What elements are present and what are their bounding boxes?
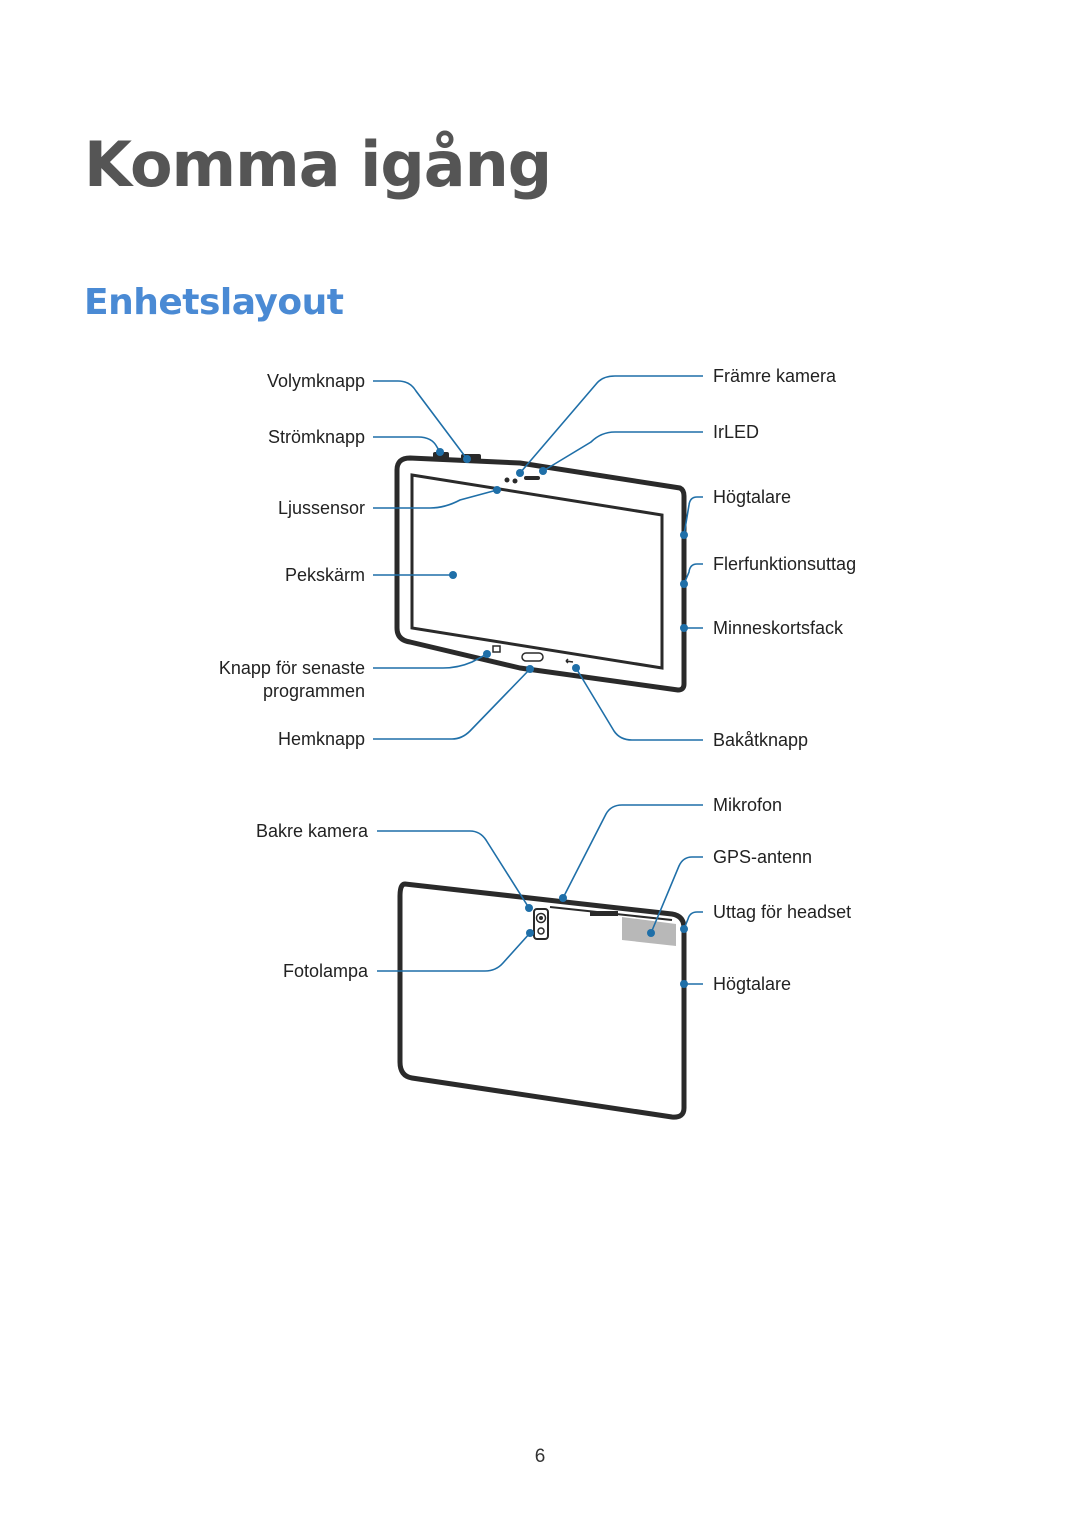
label-power-button: Strömknapp: [267, 427, 365, 447]
page-number: 6: [534, 1446, 546, 1467]
back-callout-dots: [525, 894, 688, 988]
label-flash: Fotolampa: [282, 961, 368, 981]
label-touch-screen: Pekskärm: [284, 565, 365, 585]
front-callout-lines: [373, 375, 703, 741]
label-volume-button: Volymknapp: [266, 371, 365, 391]
label-rear-camera: Bakre kamera: [255, 821, 368, 841]
label-back-button: Bakåtknapp: [713, 730, 809, 750]
label-home-button: Hemknapp: [277, 729, 365, 749]
page-title: Komma igång: [84, 128, 552, 201]
back-device-illustration: [397, 881, 687, 1120]
label-headset-jack: Uttag för headset: [713, 902, 852, 922]
label-irled: IrLED: [713, 422, 760, 442]
label-memory-card-slot: Minneskortsfack: [713, 618, 844, 638]
label-front-speaker: Högtalare: [713, 487, 792, 507]
label-recent-apps-line2: programmen: [262, 681, 365, 701]
back-callout-lines: [377, 804, 703, 985]
label-multipurpose-jack: Flerfunktionsuttag: [713, 554, 857, 574]
front-callout-dots: [436, 448, 688, 673]
label-recent-apps-line1: Knapp för senaste: [218, 658, 365, 678]
label-microphone: Mikrofon: [713, 795, 783, 815]
label-light-sensor: Ljussensor: [277, 498, 365, 518]
label-front-camera: Främre kamera: [713, 366, 837, 386]
section-title: Enhetslayout: [84, 282, 344, 323]
label-back-speaker: Högtalare: [713, 974, 792, 994]
label-gps-antenna: GPS-antenn: [713, 847, 813, 867]
front-device-illustration: [394, 452, 687, 693]
